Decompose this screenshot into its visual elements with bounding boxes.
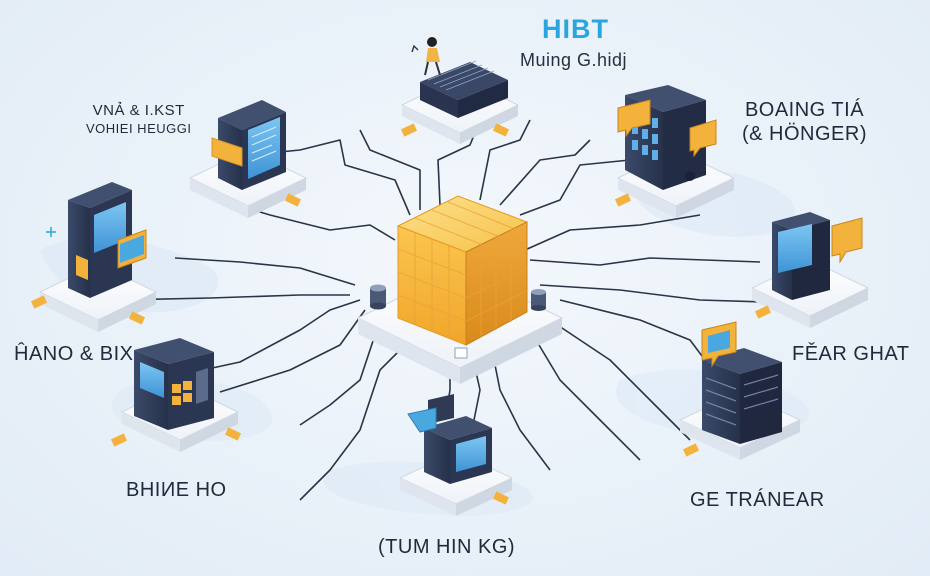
connection-line [519, 159, 631, 216]
diagram-title: HIBT [542, 14, 609, 44]
connection-line [529, 257, 761, 266]
middle-left-node [30, 182, 158, 332]
connection-lines [119, 119, 801, 501]
middle-right-node [750, 212, 870, 328]
label-bottom-center: (TUM HIN KG) [378, 536, 516, 558]
person-icon [424, 37, 441, 76]
connection-line [359, 129, 421, 210]
top-center-node [400, 37, 520, 144]
label-top-left-line2: VOHIEI HEUGGI [86, 121, 192, 136]
connection-line [119, 294, 350, 301]
data-cube-icon [396, 195, 529, 346]
connection-line [539, 284, 801, 304]
connection-line [299, 339, 411, 501]
connection-line [524, 214, 701, 251]
label-middle-left: ĤANO & BIX [14, 343, 134, 365]
tag-icon [454, 347, 468, 359]
label-top-right-line1: BOAING TIÁ [744, 99, 865, 121]
database-icon [531, 289, 546, 311]
bottom-center-node [398, 394, 514, 516]
connection-line [499, 139, 591, 206]
label-top-right: BOAING TIÁ (& HÖNGER) [742, 98, 867, 146]
connection-line [249, 139, 411, 216]
connection-line [219, 309, 366, 393]
chat-bubble-icon [831, 217, 863, 264]
connection-line [529, 329, 641, 461]
top-left-node [188, 100, 308, 218]
label-bottom-right: GE TRÁNEAR [690, 489, 825, 511]
diagram-subtitle: Muing G.hidj [520, 50, 628, 70]
chat-bubble-icon [689, 119, 717, 158]
top-right-node [614, 85, 736, 218]
connection-line [299, 319, 381, 426]
bottom-right-node [678, 321, 802, 460]
label-top-left-line1: VNẢ & I.KST [92, 102, 185, 119]
database-icon [370, 284, 386, 310]
connection-line [179, 299, 361, 376]
label-bottom-left: BHIИE HO [126, 479, 227, 501]
connection-line [479, 119, 531, 201]
connection-line [174, 257, 356, 286]
chat-bubble-icon [617, 99, 651, 138]
label-top-left: VNẢ & I.KST VOHIEI HEUGGI [86, 102, 191, 138]
chat-bubble-icon [407, 407, 437, 433]
label-top-right-line2: (& HÖNGER) [742, 123, 867, 145]
connection-line [559, 299, 721, 381]
bottom-left-node [110, 338, 242, 452]
label-middle-right: FĚAR GHAT [792, 343, 910, 365]
central-hub [356, 195, 564, 384]
connection-line [549, 319, 691, 441]
